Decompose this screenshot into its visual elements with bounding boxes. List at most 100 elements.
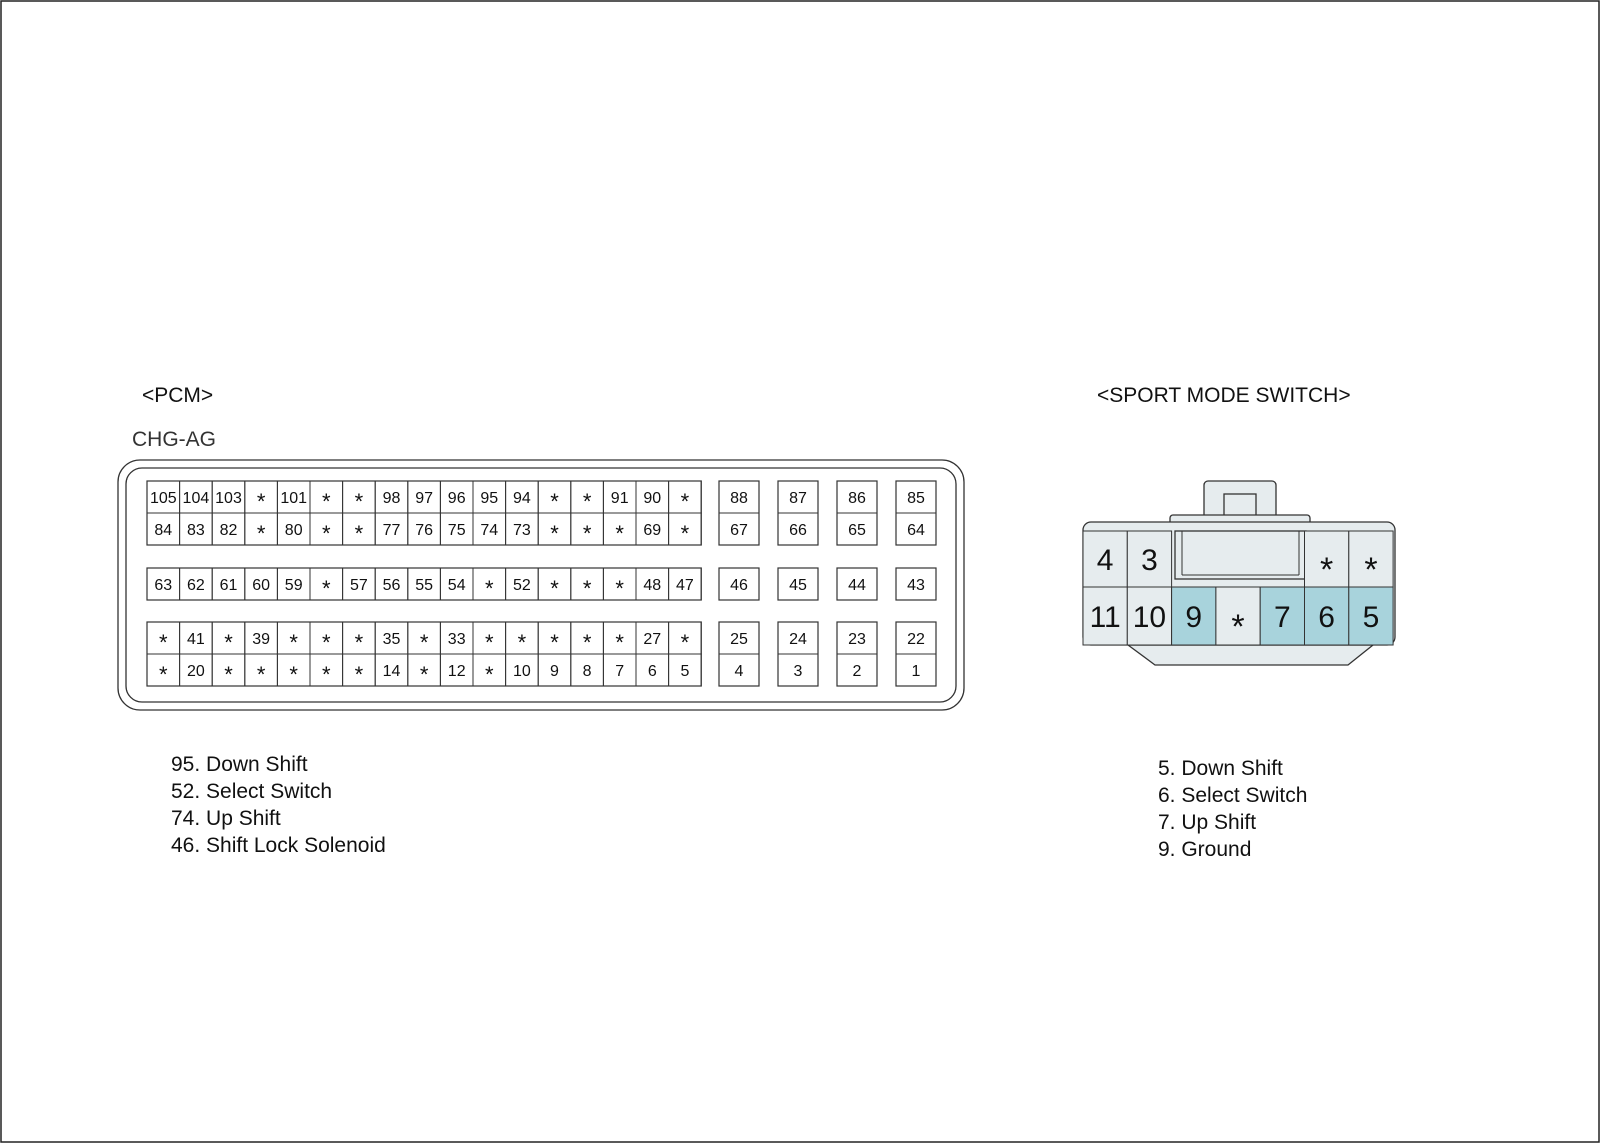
pcm-pin-number: 97 xyxy=(415,490,433,507)
pcm-pin-unused: * xyxy=(224,662,233,687)
switch-pin-number: 7 xyxy=(1274,601,1291,634)
switch-pin-cell xyxy=(1348,586,1394,646)
switch-pin-cell xyxy=(1126,530,1173,588)
pcm-pin-number: 77 xyxy=(383,522,401,539)
pcm-pin-number: 2 xyxy=(853,663,862,680)
switch-legend-item: 9. Ground xyxy=(1158,838,1251,861)
pcm-pin-number: 94 xyxy=(513,490,531,507)
switch-pin-cell xyxy=(1348,530,1394,588)
pcm-pin-number: 6 xyxy=(648,663,657,680)
switch-pin-unused: * xyxy=(1231,608,1244,646)
pcm-pin-cell xyxy=(836,512,878,546)
pcm-pin-unused: * xyxy=(583,521,592,546)
pcm-pin-number: 33 xyxy=(448,631,466,648)
pcm-legend-item: 46. Shift Lock Solenoid xyxy=(171,834,386,857)
switch-pin-cell xyxy=(1215,586,1261,646)
pcm-legend-item: 95. Down Shift xyxy=(171,753,308,776)
pcm-pin-unused: * xyxy=(420,662,429,687)
pcm-pin-unused: * xyxy=(615,521,624,546)
pcm-pin-cell xyxy=(895,653,937,687)
pcm-pin-number: 59 xyxy=(285,577,303,594)
pcm-pin-unused: * xyxy=(322,489,331,514)
pcm-pin-number: 86 xyxy=(848,490,866,507)
pcm-pin-number: 103 xyxy=(215,490,242,507)
pcm-pin-number: 54 xyxy=(448,577,466,594)
switch-pin-unused: * xyxy=(1320,551,1333,589)
switch-pin-number: 5 xyxy=(1363,601,1380,634)
switch-pin-cell xyxy=(1082,586,1128,646)
pcm-pin-unused: * xyxy=(681,521,690,546)
pcm-connector-code: CHG-AG xyxy=(132,428,216,451)
pcm-pin-number: 27 xyxy=(643,631,661,648)
pcm-housing-outer xyxy=(117,459,965,711)
pcm-pin-cell xyxy=(777,512,819,546)
pcm-pin-number: 45 xyxy=(789,577,807,594)
pcm-housing-inner xyxy=(125,467,957,703)
pcm-legend-item: 74. Up Shift xyxy=(171,807,281,830)
pcm-pin-number: 76 xyxy=(415,522,433,539)
pcm-pin-number: 10 xyxy=(513,663,531,680)
switch-pin-cell xyxy=(1082,530,1128,588)
pcm-pin-number: 43 xyxy=(907,577,925,594)
pcm-pin-number: 57 xyxy=(350,577,368,594)
pcm-pin-unused: * xyxy=(485,662,494,687)
pcm-pin-cell xyxy=(777,567,819,601)
switch-pin-cell xyxy=(1171,586,1217,646)
pcm-pin-number: 69 xyxy=(643,522,661,539)
pcm-pin-number: 85 xyxy=(907,490,925,507)
pcm-pin-number: 73 xyxy=(513,522,531,539)
pcm-pin-cell xyxy=(718,512,760,546)
pcm-pin-unused: * xyxy=(681,630,690,655)
pcm-pin-number: 41 xyxy=(187,631,205,648)
pcm-pin-cell xyxy=(836,567,878,601)
pcm-pin-unused: * xyxy=(322,662,331,687)
connector-lock-window xyxy=(1223,493,1257,517)
pcm-pin-number: 20 xyxy=(187,663,205,680)
pcm-pin-unused: * xyxy=(550,521,559,546)
pcm-pin-number: 4 xyxy=(735,663,744,680)
pcm-pin-number: 82 xyxy=(220,522,238,539)
sport-mode-switch-title: <SPORT MODE SWITCH> xyxy=(1097,384,1351,407)
pcm-pin-number: 74 xyxy=(480,522,498,539)
pcm-pin-unused: * xyxy=(550,576,559,601)
pcm-pin-unused: * xyxy=(550,630,559,655)
pcm-pin-number: 9 xyxy=(550,663,559,680)
pcm-pin-number: 96 xyxy=(448,490,466,507)
pcm-pin-unused: * xyxy=(681,489,690,514)
pcm-legend-item: 52. Select Switch xyxy=(171,780,332,803)
pcm-pin-number: 44 xyxy=(848,577,866,594)
connector-center-cavity xyxy=(1174,530,1307,580)
switch-pin-cell xyxy=(1259,586,1305,646)
pcm-pin-number: 83 xyxy=(187,522,205,539)
pcm-pin-number: 39 xyxy=(252,631,270,648)
pcm-pin-unused: * xyxy=(550,489,559,514)
switch-pin-number: 3 xyxy=(1141,544,1158,577)
pcm-pin-number: 67 xyxy=(730,522,748,539)
pcm-pin-number: 84 xyxy=(154,522,172,539)
pcm-pin-unused: * xyxy=(485,576,494,601)
pcm-pin-unused: * xyxy=(615,576,624,601)
pcm-legend: 95. Down Shift 52. Select Switch 74. Up … xyxy=(171,753,386,857)
pcm-pin-number: 87 xyxy=(789,490,807,507)
pcm-pin-unused: * xyxy=(355,630,364,655)
switch-pin-number: 9 xyxy=(1185,601,1202,634)
pcm-pin-number: 25 xyxy=(730,631,748,648)
pcm-pin-unused: * xyxy=(322,576,331,601)
pcm-pin-number: 91 xyxy=(611,490,629,507)
pcm-pin-number: 105 xyxy=(150,490,177,507)
pcm-title: <PCM> xyxy=(142,384,213,407)
pcm-pin-number: 95 xyxy=(480,490,498,507)
pcm-pin-number: 52 xyxy=(513,577,531,594)
pcm-pin-unused: * xyxy=(485,630,494,655)
pcm-pin-cell xyxy=(668,512,702,546)
pcm-pin-unused: * xyxy=(355,489,364,514)
pcm-pin-number: 55 xyxy=(415,577,433,594)
pcm-pin-number: 64 xyxy=(907,522,925,539)
pcm-pin-unused: * xyxy=(257,662,266,687)
pcm-pin-number: 62 xyxy=(187,577,205,594)
pcm-pin-number: 5 xyxy=(680,663,689,680)
pcm-pin-unused: * xyxy=(257,521,266,546)
